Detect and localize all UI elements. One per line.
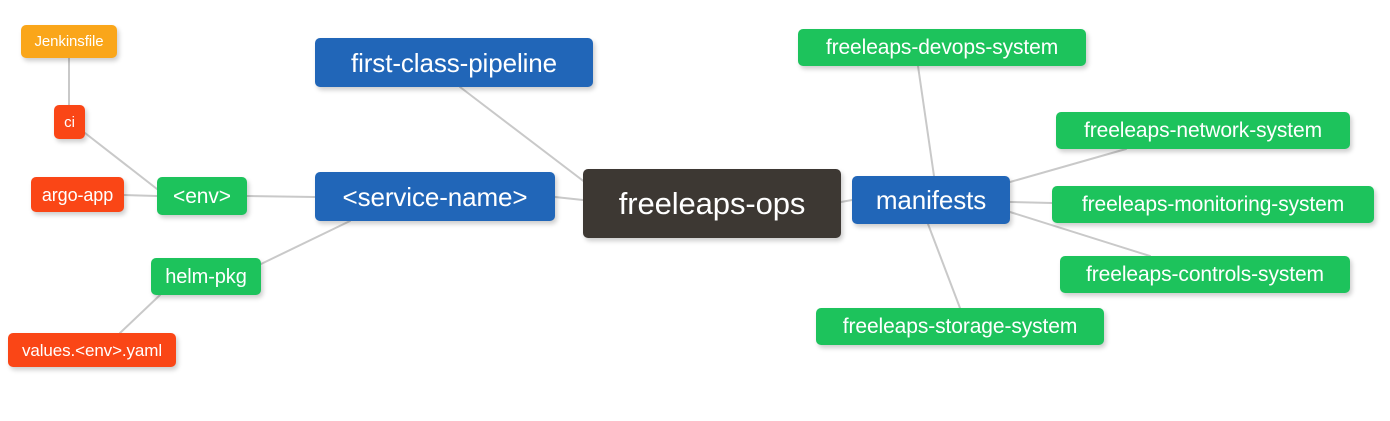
mindmap-node-label: freeleaps-storage-system — [842, 315, 1078, 338]
edge-service-name-to-env — [246, 195, 316, 198]
mindmap-node-label: ci — [64, 113, 75, 131]
mindmap-node-freeleaps-monitoring-system[interactable]: freeleaps-monitoring-system — [1052, 186, 1374, 223]
edge-manifests-to-freeleaps-devops-system — [917, 65, 935, 177]
mindmap-node-env[interactable]: <env> — [157, 177, 247, 215]
mindmap-node-label: freeleaps-monitoring-system — [1081, 193, 1345, 216]
mindmap-node-label: <service-name> — [342, 181, 528, 212]
edge-manifests-to-freeleaps-monitoring-system — [1009, 201, 1053, 204]
mindmap-node-freeleaps-devops-system[interactable]: freeleaps-devops-system — [798, 29, 1086, 66]
mindmap-node-freeleaps-ops[interactable]: freeleaps-ops — [583, 169, 841, 238]
mindmap-node-label: freeleaps-ops — [618, 186, 806, 221]
mindmap-node-helm-pkg[interactable]: helm-pkg — [151, 258, 261, 295]
mindmap-node-freeleaps-storage-system[interactable]: freeleaps-storage-system — [816, 308, 1104, 345]
mindmap-node-service-name[interactable]: <service-name> — [315, 172, 555, 221]
mindmap-node-freeleaps-controls-system[interactable]: freeleaps-controls-system — [1060, 256, 1350, 293]
edge-service-name-to-helm-pkg — [260, 220, 351, 265]
mindmap-node-label: freeleaps-network-system — [1083, 119, 1322, 142]
mindmap-node-label: values.<env>.yaml — [21, 340, 163, 360]
edge-helm-pkg-to-values-env-yaml — [119, 294, 161, 334]
mindmap-node-label: manifests — [875, 185, 987, 215]
mindmap-node-label: freeleaps-controls-system — [1086, 263, 1324, 286]
mindmap-node-argo-app[interactable]: argo-app — [31, 177, 124, 212]
mindmap-node-label: <env> — [173, 184, 231, 208]
edge-manifests-to-freeleaps-storage-system — [927, 223, 961, 309]
mindmap-node-first-class-pipeline[interactable]: first-class-pipeline — [315, 38, 593, 87]
mindmap-node-label: helm-pkg — [165, 265, 247, 288]
edge-manifests-to-freeleaps-network-system — [1009, 148, 1127, 183]
mindmap-node-freeleaps-network-system[interactable]: freeleaps-network-system — [1056, 112, 1350, 149]
mindmap-node-label: argo-app — [41, 184, 114, 205]
mindmap-node-manifests[interactable]: manifests — [852, 176, 1010, 224]
mindmap-node-label: Jenkinsfile — [34, 33, 104, 50]
mindmap-node-values-env-yaml[interactable]: values.<env>.yaml — [8, 333, 176, 367]
edge-freeleaps-ops-to-service-name — [554, 196, 584, 201]
edge-freeleaps-ops-to-manifests — [840, 199, 853, 203]
mindmap-node-label: freeleaps-devops-system — [825, 36, 1059, 59]
mindmap-node-ci[interactable]: ci — [54, 105, 85, 139]
mindmap-node-jenkinsfile[interactable]: Jenkinsfile — [21, 25, 117, 58]
edge-env-to-argo-app — [123, 194, 158, 197]
mindmap-node-label: first-class-pipeline — [350, 47, 558, 78]
edge-freeleaps-ops-to-first-class-pipeline — [459, 86, 587, 184]
